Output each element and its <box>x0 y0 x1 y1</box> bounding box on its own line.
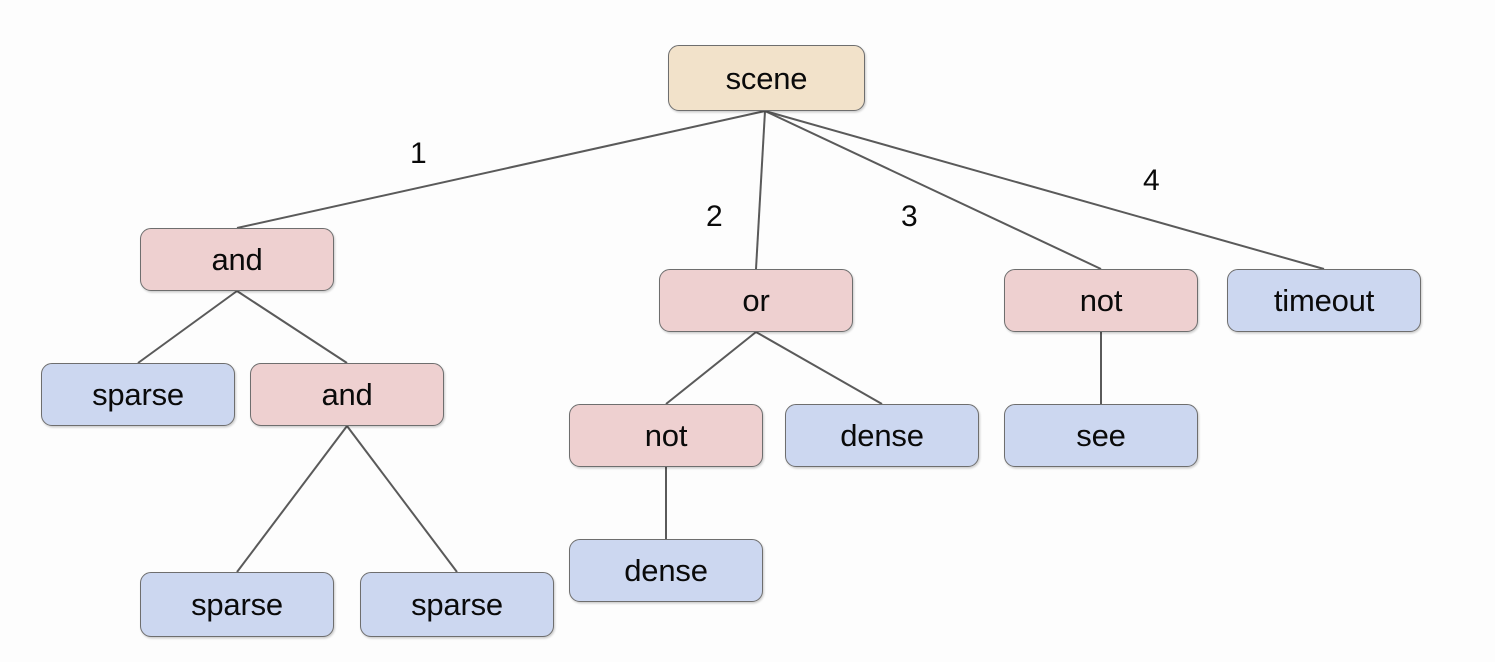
tree-node-sparse3[interactable]: sparse <box>360 572 554 637</box>
tree-node-label: see <box>1076 418 1126 453</box>
tree-edge-or1-to-not2 <box>665 331 757 405</box>
tree-node-dense1[interactable]: dense <box>785 404 979 467</box>
tree-node-label: sparse <box>92 377 184 412</box>
tree-node-scene[interactable]: scene <box>668 45 865 111</box>
tree-node-sparse2[interactable]: sparse <box>140 572 334 637</box>
tree-node-dense2[interactable]: dense <box>569 539 763 602</box>
tree-edge-and1-to-and2 <box>236 290 348 364</box>
edge-label-1: 1 <box>410 137 427 170</box>
tree-node-label: and <box>321 377 373 412</box>
tree-node-label: not <box>644 418 688 453</box>
tree-node-label: and <box>211 242 263 277</box>
tree-edge-and1-to-sparse1 <box>137 290 238 364</box>
tree-node-not2[interactable]: not <box>569 404 763 467</box>
tree-node-label: or <box>742 283 770 318</box>
tree-node-see1[interactable]: see <box>1004 404 1198 467</box>
tree-node-label: scene <box>725 60 808 96</box>
tree-edge-scene-to-not1 <box>764 110 1102 270</box>
tree-node-and1[interactable]: and <box>140 228 334 291</box>
tree-node-label: timeout <box>1273 283 1375 318</box>
tree-edge-and2-to-sparse3 <box>346 425 458 573</box>
tree-node-and2[interactable]: and <box>250 363 444 426</box>
tree-node-label: dense <box>624 553 708 588</box>
tree-edge-scene-to-timeout1 <box>764 110 1325 270</box>
tree-edge-or1-to-dense1 <box>755 331 883 405</box>
tree-node-label: sparse <box>411 587 503 622</box>
tree-node-sparse1[interactable]: sparse <box>41 363 235 426</box>
tree-node-label: not <box>1079 283 1123 318</box>
tree-edge-scene-to-or1 <box>755 110 766 270</box>
tree-edge-and2-to-sparse2 <box>236 425 348 573</box>
tree-node-timeout1[interactable]: timeout <box>1227 269 1421 332</box>
tree-node-label: dense <box>840 418 924 453</box>
edge-label-4: 4 <box>1143 164 1160 197</box>
tree-node-or1[interactable]: or <box>659 269 853 332</box>
tree-edge-scene-to-and1 <box>236 110 766 229</box>
tree-node-not1[interactable]: not <box>1004 269 1198 332</box>
edge-label-2: 2 <box>706 200 723 233</box>
tree-node-label: sparse <box>191 587 283 622</box>
edge-label-3: 3 <box>901 200 918 233</box>
